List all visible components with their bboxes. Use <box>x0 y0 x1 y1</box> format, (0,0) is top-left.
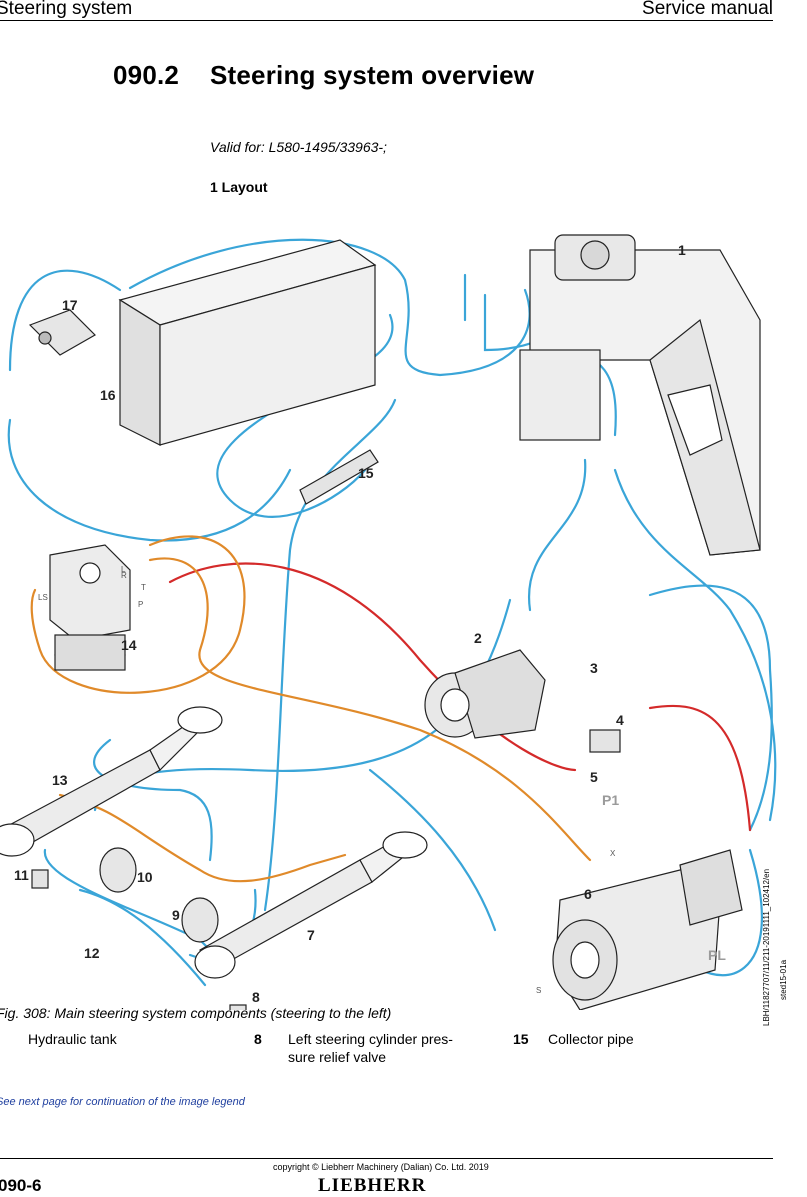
callout-9: 9 <box>172 907 180 923</box>
valve-17 <box>28 309 96 356</box>
valve-4-5 <box>589 729 621 753</box>
callout-15: 15 <box>358 465 374 481</box>
callout-1: 1 <box>678 242 686 258</box>
legend-item: Left steering cylinder pres-sure relief … <box>288 1030 473 1066</box>
legend-item: Hydraulic tank <box>28 1030 238 1048</box>
copyright: copyright © Liebherr Machinery (Dalian) … <box>273 1162 489 1172</box>
main-pump <box>552 849 743 1010</box>
pump-2 <box>424 649 546 739</box>
ls-lines <box>30 535 592 883</box>
steering-system-diagram: 1 2 3 4 5 6 7 8 9 10 11 12 13 14 15 16 1… <box>0 234 777 1010</box>
cylinder-7 <box>194 831 428 979</box>
accumulators <box>99 847 219 943</box>
legend-number: 8 <box>254 1030 286 1048</box>
callout-13: 13 <box>52 772 68 788</box>
cooler <box>118 239 377 446</box>
callout-16: 16 <box>100 387 116 403</box>
section-number: 090.2 <box>113 60 180 90</box>
callout-11: 11 <box>14 867 29 883</box>
valid-for: Valid for: L580-1495/33963-; <box>210 139 387 155</box>
header-left: Steering system <box>0 0 133 19</box>
callout-3: 3 <box>590 660 598 676</box>
callout-17: 17 <box>62 297 78 313</box>
callout-10: 10 <box>137 869 153 885</box>
steering-unit <box>49 544 131 671</box>
callout-7: 7 <box>307 927 315 943</box>
port-p1: P1 <box>602 792 619 808</box>
section-title-text: Steering system overview <box>210 60 535 90</box>
hydraulic-tank <box>519 234 761 556</box>
legend-number-8: 8 <box>254 1031 262 1047</box>
port-l: L <box>121 565 126 574</box>
footer-rule <box>0 1158 773 1159</box>
legend-text: Hydraulic tank <box>28 1031 117 1047</box>
doc-code: LBH/11827707/11/211-20191111_102412/en <box>762 868 771 1026</box>
figure-caption: Fig. 308: Main steering system component… <box>0 1005 392 1021</box>
port-r: R <box>121 571 127 580</box>
callout-8: 8 <box>252 989 260 1005</box>
header-rule <box>0 20 773 21</box>
collector-pipe <box>299 449 379 505</box>
port-p: P <box>138 600 143 609</box>
see-next-link[interactable]: See next page for continuation of the im… <box>0 1096 245 1108</box>
page-number: 090-6 <box>0 1176 42 1195</box>
figure-id: sted15-01a <box>779 959 788 1000</box>
legend-text-8: Left steering cylinder pres-sure relief … <box>288 1031 453 1065</box>
port-x: X <box>610 849 616 858</box>
callout-12: 12 <box>84 945 100 961</box>
section-title: 090.2 Steering system overview <box>113 60 534 91</box>
legend-item: Collector pipe <box>548 1030 748 1048</box>
cylinder-13 <box>0 706 223 857</box>
subheading: 1 Layout <box>210 179 268 195</box>
brand-logo: LIEBHERR <box>318 1175 427 1196</box>
legend-number-15: 15 <box>513 1031 529 1047</box>
callout-5: 5 <box>590 769 598 785</box>
port-pl: PL <box>708 947 726 963</box>
callout-2: 2 <box>474 630 482 646</box>
callout-14: 14 <box>121 637 137 653</box>
header-right: Service manual <box>642 0 773 19</box>
callout-6: 6 <box>584 886 592 902</box>
legend-number: 15 <box>513 1030 545 1048</box>
callout-4: 4 <box>616 712 624 728</box>
port-t: T <box>141 583 146 592</box>
port-ls: LS <box>38 593 48 602</box>
port-s: S <box>536 986 541 995</box>
legend-text-15: Collector pipe <box>548 1031 634 1047</box>
relief-valves <box>31 869 247 1010</box>
